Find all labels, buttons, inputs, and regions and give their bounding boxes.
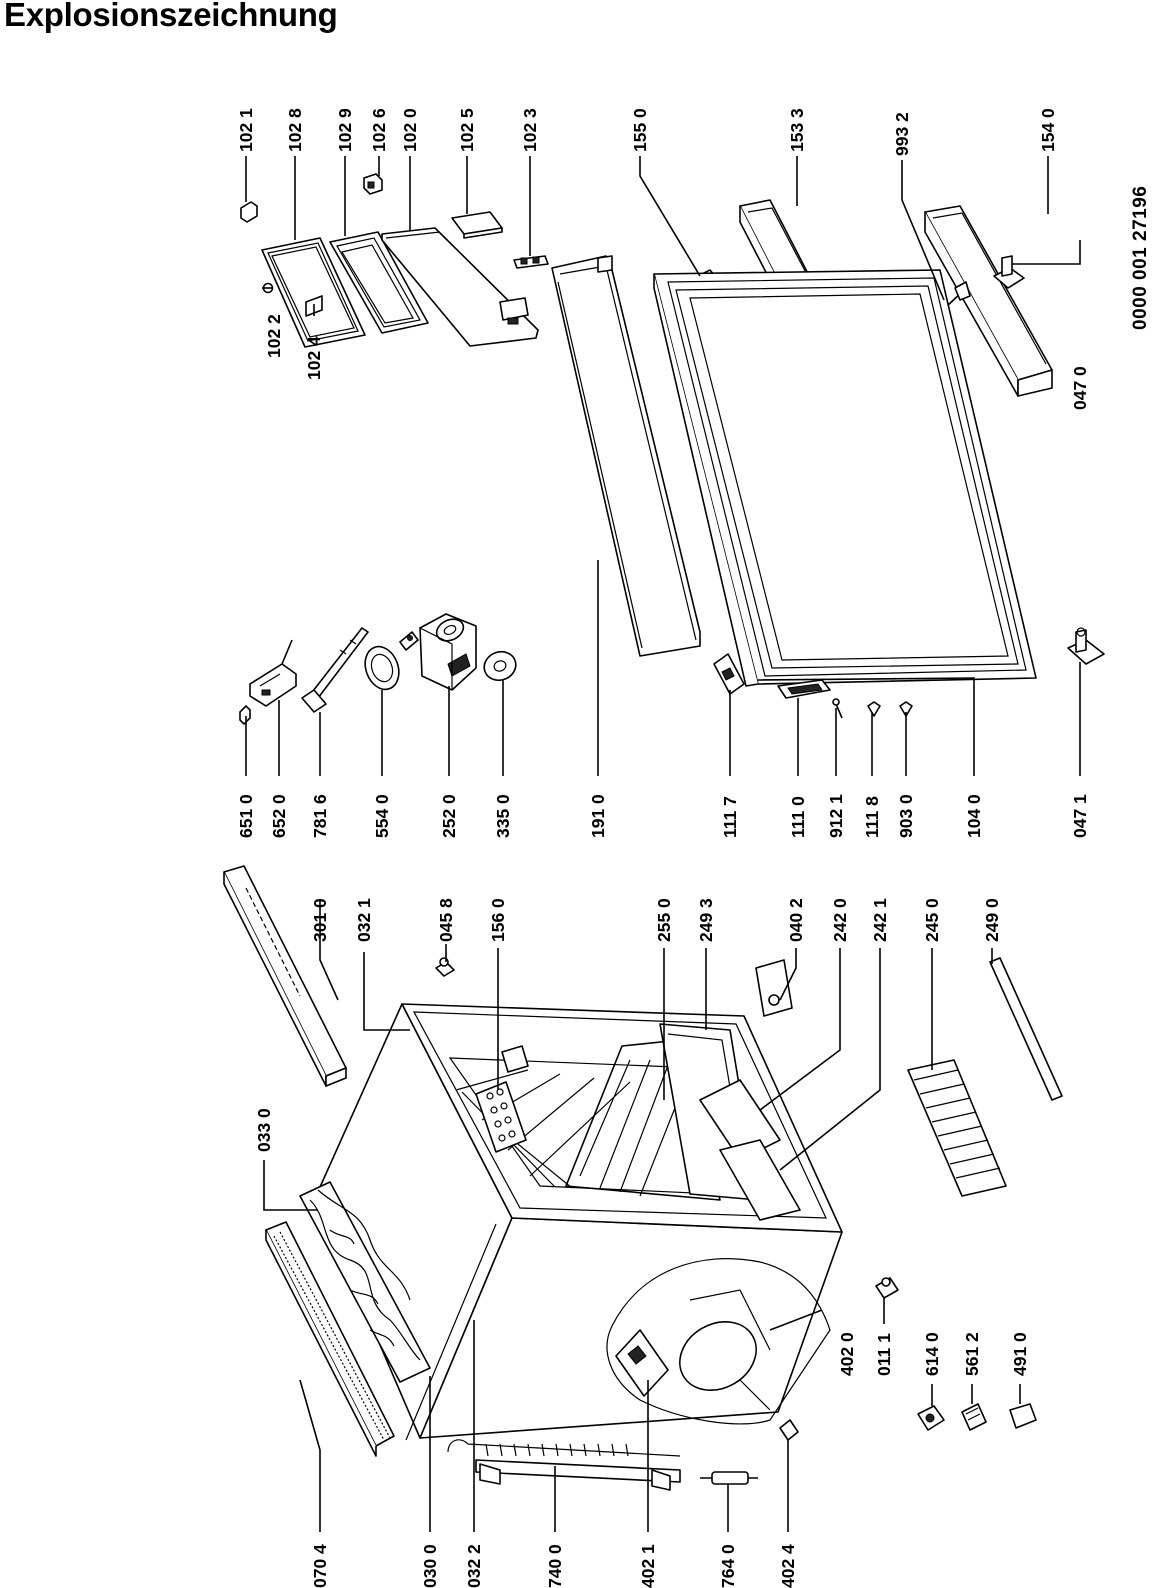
part-047-1-drawing: [1067, 627, 1105, 665]
label-561-2: 561 2: [962, 1332, 982, 1376]
part-740-0-drawing: [447, 1439, 681, 1491]
part-labels: 102 1 102 8 102 9 102 6 102 0 102 5 102 …: [236, 108, 1151, 1588]
label-102-9: 102 9: [335, 108, 355, 152]
part-912-1-drawing: [832, 698, 843, 719]
label-033-0: 033 0: [254, 1108, 274, 1152]
part-402-4-drawing: [779, 1419, 799, 1441]
label-102-2: 102 2: [264, 314, 284, 358]
drawing-parts: [223, 173, 1105, 1491]
part-249-0-drawing: [989, 957, 1063, 1101]
part-191-0-drawing: [551, 255, 701, 657]
label-032-1: 032 1: [354, 898, 374, 942]
label-249-3: 249 3: [696, 898, 716, 942]
label-249-0: 249 0: [982, 898, 1002, 942]
label-191-0: 191 0: [588, 794, 608, 838]
label-651-0: 651 0: [236, 794, 256, 838]
label-402-0: 402 0: [837, 1332, 857, 1376]
part-154-0-drawing: [924, 205, 1053, 397]
part-652-0-drawing: [249, 639, 297, 707]
label-102-1: 102 1: [236, 108, 256, 152]
part-102-0-drawing: [381, 227, 539, 347]
label-070-4: 070 4: [310, 1544, 330, 1588]
part-047-0-drawing: [993, 255, 1025, 289]
part-102-8-drawing: [261, 237, 366, 348]
part-651-0-drawing: [239, 705, 251, 725]
part-252-0-drawing: [419, 613, 477, 691]
part-335-0-drawing: [483, 650, 517, 682]
label-111-8: 111 8: [862, 796, 882, 838]
part-102-3-drawing: [513, 255, 549, 269]
label-402-1: 402 1: [638, 1544, 658, 1588]
label-111-7: 111 7: [720, 796, 740, 838]
page-title: Explosionszeichnung: [4, 0, 338, 33]
part-011-1-drawing: [875, 1277, 899, 1299]
label-102-8: 102 8: [285, 108, 305, 152]
part-102-1-drawing: [240, 201, 258, 223]
part-cabinet-drawing: [299, 1003, 843, 1441]
part-561-2-drawing: [961, 1403, 987, 1431]
label-491-0: 491 0: [1010, 1332, 1030, 1376]
label-011-1: 011 1: [874, 1333, 894, 1376]
label-102-4: 102 4: [304, 336, 324, 380]
label-242-1: 242 1: [870, 898, 890, 942]
part-614-0-drawing: [917, 1405, 945, 1431]
label-301-0: 301 0: [310, 898, 330, 942]
label-102-6: 102 6: [369, 108, 389, 152]
label-102-0: 102 0: [400, 108, 420, 152]
part-781-6-drawing: [301, 627, 369, 713]
part-102-6-drawing: [363, 173, 383, 195]
part-104-0-drawing: [653, 269, 1037, 687]
label-652-0: 652 0: [269, 794, 289, 838]
label-781-6: 781 6: [310, 794, 330, 838]
leader-lines: [245, 156, 1081, 1532]
part-491-0-drawing: [1009, 1403, 1037, 1429]
label-903-0: 903 0: [896, 794, 916, 838]
label-104-0: 104 0: [964, 794, 984, 838]
label-040-2: 040 2: [786, 898, 806, 942]
part-111-8-drawing: [867, 701, 881, 717]
part-111-0-drawing: [777, 679, 831, 699]
label-912-1: 912 1: [826, 794, 846, 838]
label-154-0: 154 0: [1038, 108, 1058, 152]
label-993-2: 993 2: [892, 112, 912, 156]
label-740-0: 740 0: [545, 1544, 565, 1588]
part-554-0-drawing: [364, 631, 419, 691]
label-252-0: 252 0: [439, 794, 459, 838]
label-047-0: 047 0: [1070, 366, 1090, 410]
label-032-2: 032 2: [464, 1544, 484, 1588]
part-301-0-drawing: [223, 865, 347, 1087]
label-614-0: 614 0: [922, 1332, 942, 1376]
label-045-8: 045 8: [436, 898, 456, 942]
label-335-0: 335 0: [493, 794, 513, 838]
part-040-2-drawing: [755, 959, 793, 1017]
label-255-0: 255 0: [654, 898, 674, 942]
label-156-0: 156 0: [488, 898, 508, 942]
label-102-5: 102 5: [457, 108, 477, 152]
part-111-7-drawing: [713, 653, 745, 695]
label-155-0: 155 0: [630, 108, 650, 152]
label-554-0: 554 0: [372, 794, 392, 838]
label-102-3: 102 3: [520, 108, 540, 152]
part-102-9-drawing: [329, 231, 429, 334]
label-047-1: 047 1: [1070, 794, 1090, 838]
label-245-0: 245 0: [922, 898, 942, 942]
part-764-0-drawing: [700, 1471, 758, 1485]
part-102-5-drawing: [451, 211, 503, 239]
part-245-0-drawing: [907, 1059, 1007, 1197]
label-111-0: 111 0: [788, 796, 808, 838]
label-242-0: 242 0: [830, 898, 850, 942]
label-030-0: 030 0: [420, 1544, 440, 1588]
part-903-0-drawing: [899, 701, 913, 717]
label-402-4: 402 4: [778, 1544, 798, 1588]
label-153-3: 153 3: [787, 108, 807, 152]
part-045-8-drawing: [435, 957, 455, 977]
part-compressor-drawing: [606, 1258, 831, 1425]
label-764-0: 764 0: [718, 1544, 738, 1588]
part-070-4-drawing: [265, 1221, 395, 1457]
document-number: 0000 001 27196: [1130, 186, 1151, 330]
